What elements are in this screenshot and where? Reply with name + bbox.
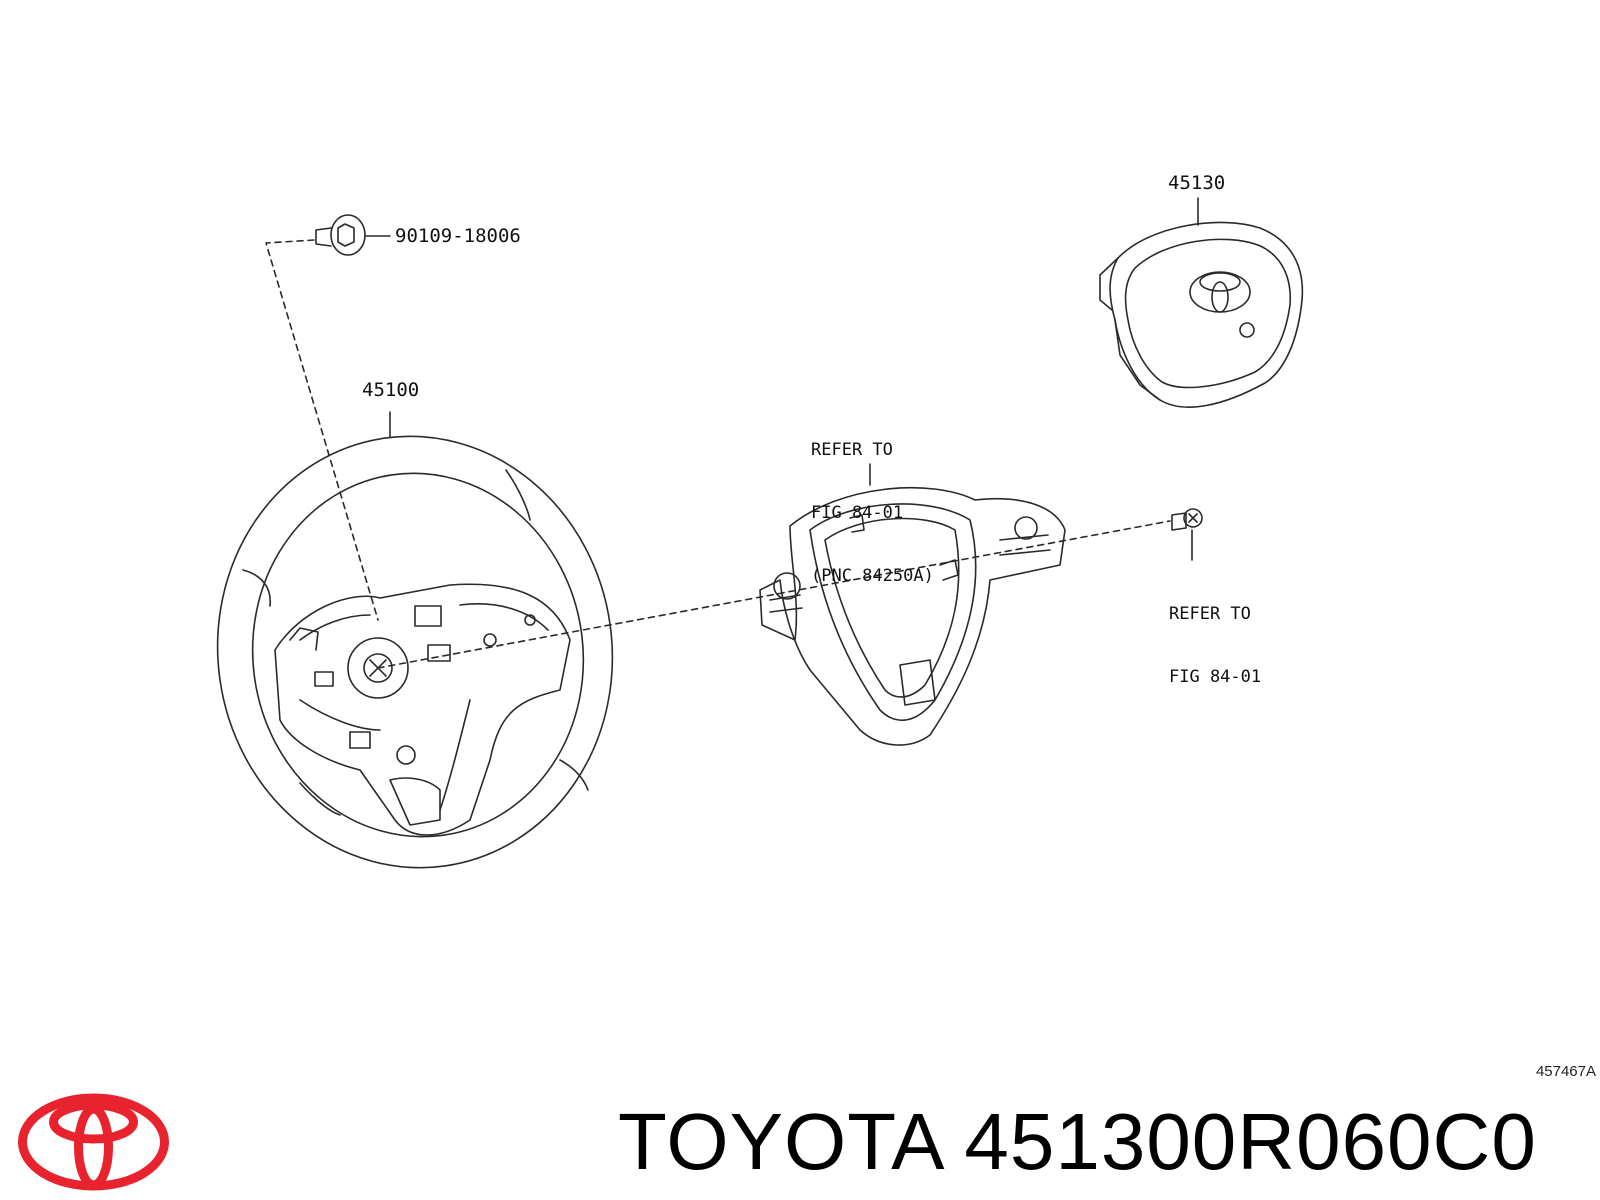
screw-dashed-leader xyxy=(377,520,1171,669)
bolt-part-number: 90109-18006 xyxy=(395,225,521,247)
screw-refer-line-1: REFER TO xyxy=(1169,604,1251,624)
cover-refer-line-1: REFER TO xyxy=(811,440,893,460)
bolt-90109-18006 xyxy=(315,214,391,256)
wheel-part-number: 45100 xyxy=(362,379,420,401)
part-number: 451300R060C0 xyxy=(964,1097,1537,1186)
bolt-dashed-leader xyxy=(265,239,379,621)
airbag-part-number: 45130 xyxy=(1168,172,1226,194)
footer-title: TOYOTA 451300R060C0 xyxy=(618,1097,1537,1187)
cover-refer-note: REFER TO FIG 84-01 (PNC 84250A) xyxy=(811,398,934,608)
cover-refer-line-2: FIG 84-01 xyxy=(811,503,904,523)
switch-bezel xyxy=(759,463,1066,746)
screw-refer xyxy=(1171,508,1203,561)
brand-name: TOYOTA xyxy=(618,1097,942,1186)
screw-refer-note: REFER TO FIG 84-01 xyxy=(1169,562,1261,709)
airbag-45130 xyxy=(1099,197,1304,408)
screw-refer-line-2: FIG 84-01 xyxy=(1169,667,1262,687)
figure-code: 457467A xyxy=(1535,1063,1596,1080)
steering-wheel-45100 xyxy=(216,411,614,869)
toyota-logo-icon xyxy=(18,1093,169,1191)
cover-refer-line-3: (PNC 84250A) xyxy=(811,566,934,586)
